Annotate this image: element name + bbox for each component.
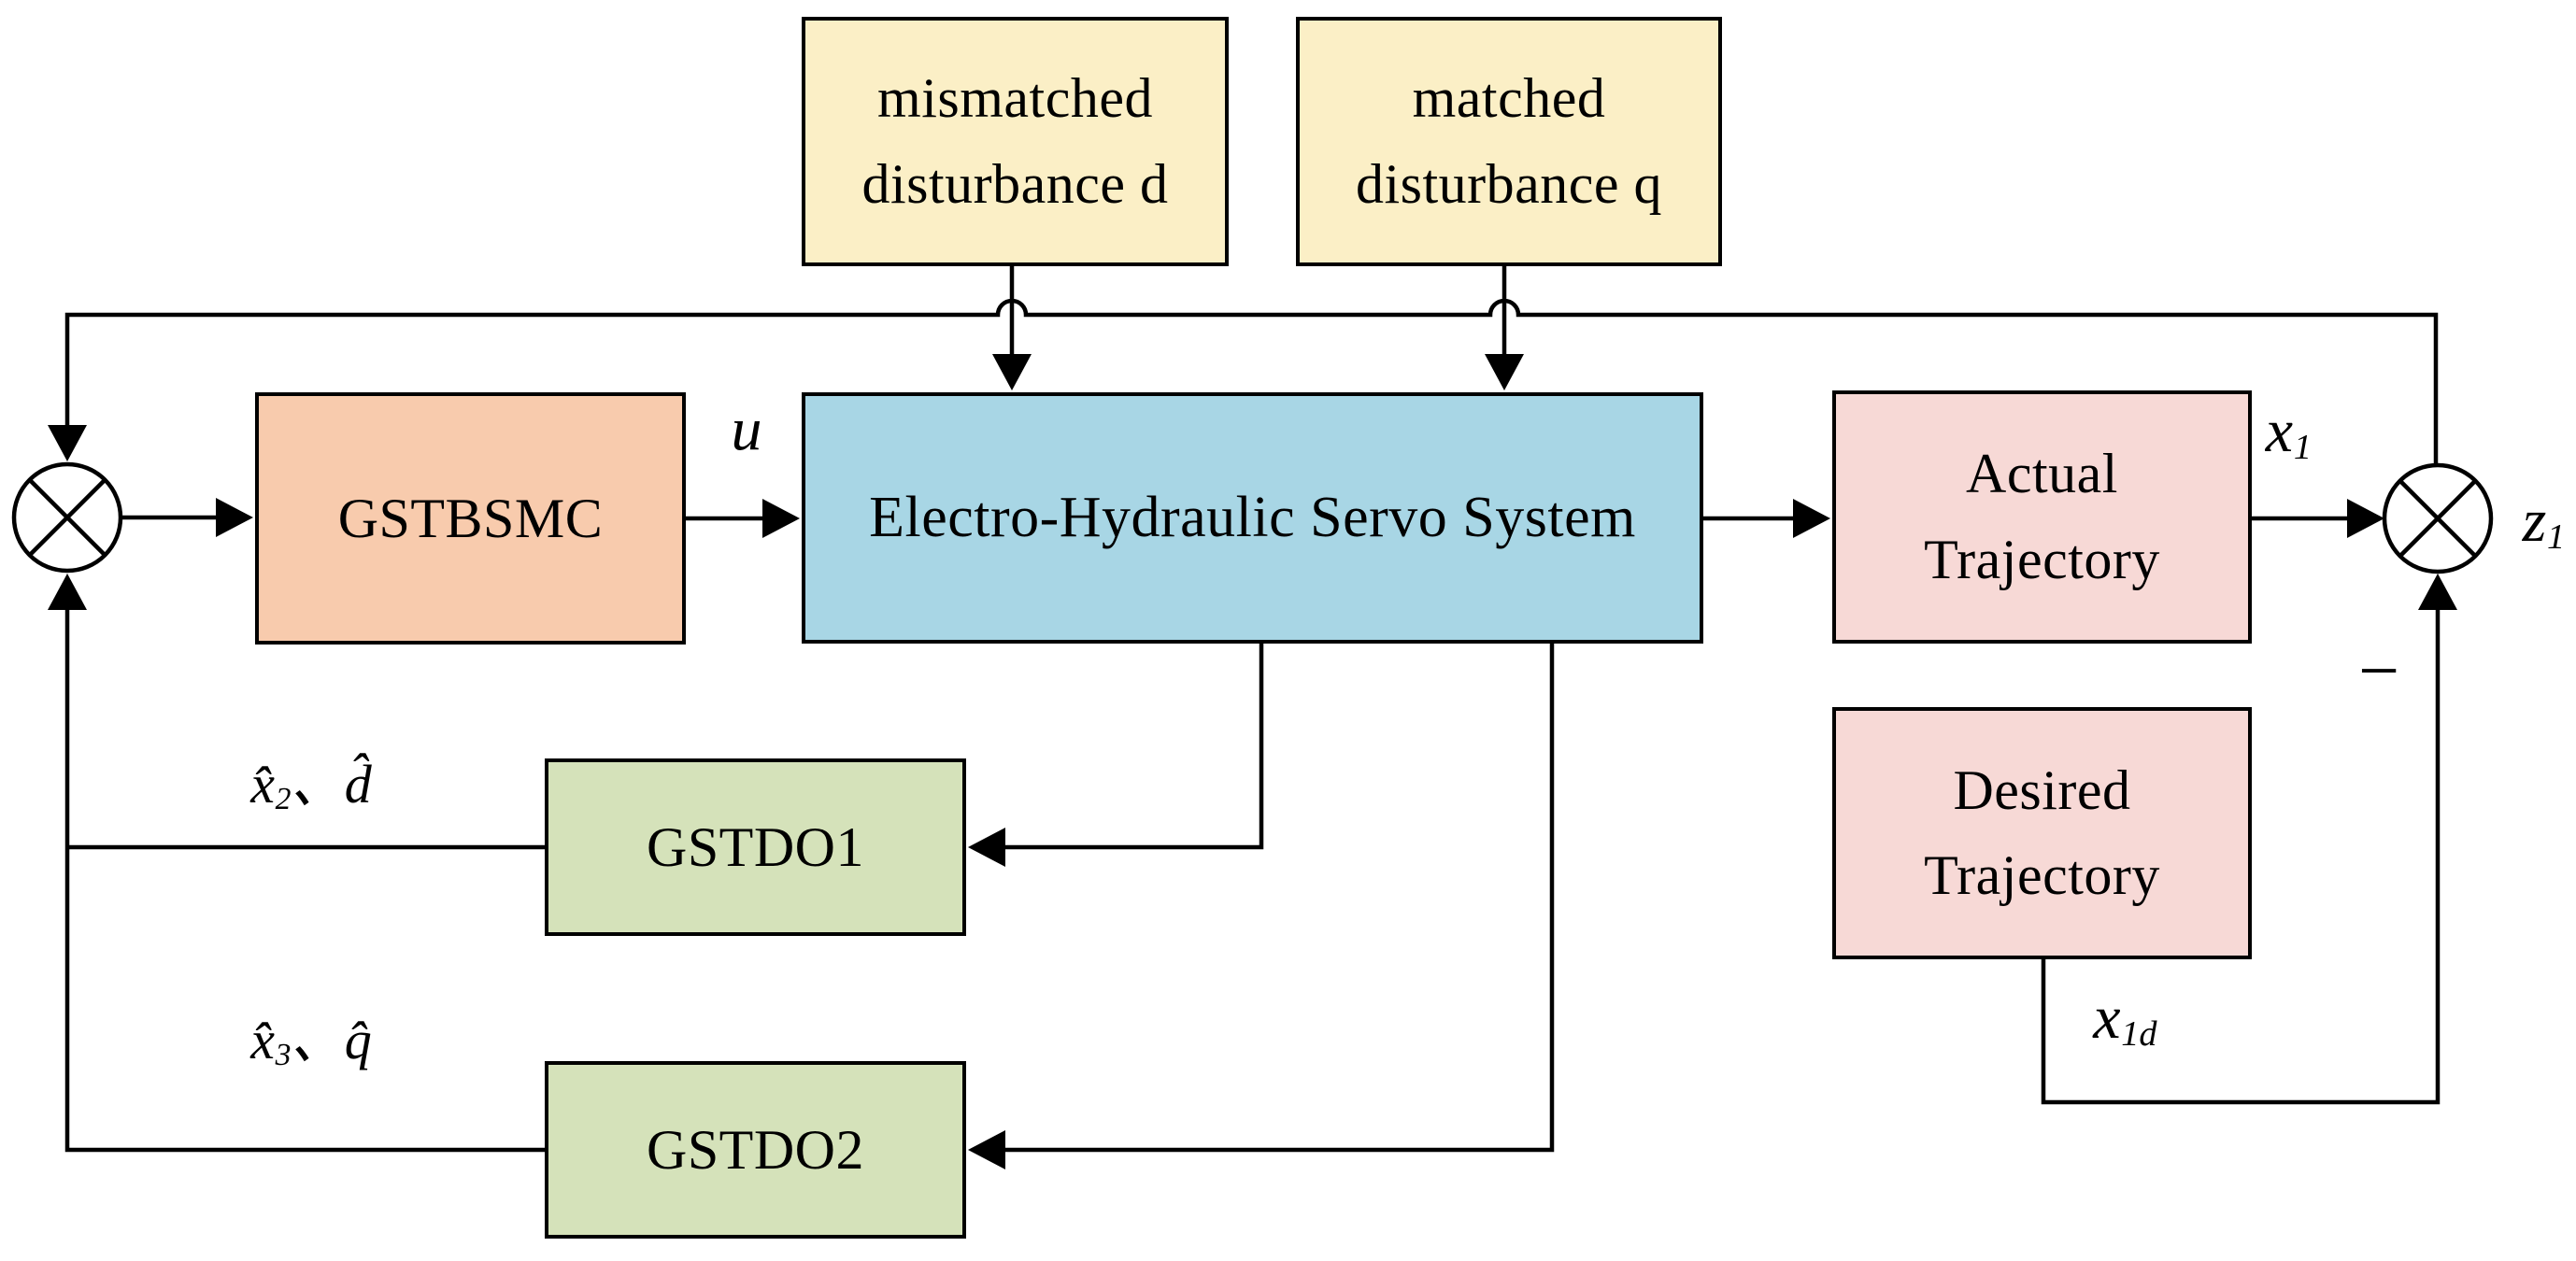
signal-base: z: [2522, 487, 2547, 555]
plant-to-gstdo2-line: [1003, 644, 1555, 1153]
arrowhead-into-right-sum-left: [2347, 499, 2384, 538]
feedback-top-line: [64, 298, 2439, 465]
signal-label-u: u: [732, 394, 762, 465]
plant-to-gstdo1-line: [1003, 644, 1264, 850]
block-label: Actual: [1966, 443, 2118, 505]
arrowhead-into-controller: [216, 498, 253, 537]
gstdo2-output-line: [64, 608, 545, 1153]
block-desired-trajectory: Desired Trajectory: [1832, 707, 2252, 959]
signal-label-x1: x1: [2265, 396, 2312, 468]
arrowhead-into-gstdo2: [968, 1130, 1005, 1169]
arrowhead-into-left-sum-top: [48, 425, 87, 461]
block-label: GSTDO1: [646, 816, 864, 878]
block-label: Electro-Hydraulic Servo System: [869, 486, 1636, 550]
signal-base: x: [2093, 984, 2121, 1052]
left-sum-junction: [11, 461, 123, 574]
signal-base: x̂: [250, 1010, 275, 1070]
block-label: Trajectory: [1924, 528, 2160, 590]
block-mismatched-disturbance: mismatched disturbance d: [802, 17, 1229, 266]
arrowhead-mismatched-into-plant: [992, 354, 1032, 390]
block-label: GSTDO2: [646, 1119, 864, 1181]
block-gstdo2-observer: GSTDO2: [545, 1061, 966, 1239]
x1d-line: [2041, 608, 2441, 1105]
block-actual-trajectory: Actual Trajectory: [1832, 390, 2252, 644]
arrowhead-into-plant: [762, 499, 800, 538]
signal-rest: 、q̂: [290, 1010, 372, 1070]
arrowhead-into-actual: [1793, 499, 1830, 538]
signal-base: u: [731, 395, 762, 463]
block-label: disturbance d: [861, 152, 1169, 215]
signal-rest: 、d̂: [290, 754, 372, 815]
block-label: matched: [1412, 67, 1606, 130]
signal-label-x1d: x1d: [2093, 983, 2156, 1054]
arrowhead-into-gstdo1: [968, 828, 1005, 867]
signal-subscript: 1: [2293, 428, 2312, 468]
block-label: mismatched: [877, 67, 1153, 130]
signal-base: x: [2265, 397, 2294, 465]
arrowhead-into-right-sum-bottom: [2418, 574, 2457, 610]
block-label: Desired: [1953, 758, 2131, 821]
signal-label-x2hat-dhat: x̂2、d̂: [250, 740, 372, 818]
block-label: disturbance q: [1355, 152, 1663, 215]
signal-subscript: 2: [275, 782, 292, 817]
signal-label-z1: z1: [2522, 486, 2566, 558]
signal-base: x̂: [250, 754, 275, 815]
signal-subscript: 3: [275, 1038, 292, 1073]
arrowhead-matched-into-plant: [1485, 354, 1524, 390]
signal-label-x3hat-qhat: x̂3、q̂: [250, 996, 372, 1074]
signal-subscript: 1: [2547, 517, 2566, 558]
block-gstdo1-observer: GSTDO1: [545, 758, 966, 936]
right-sum-junction: [2382, 462, 2494, 574]
block-label: Trajectory: [1924, 844, 2160, 906]
minus-sign-label: −: [2358, 630, 2399, 711]
block-matched-disturbance: matched disturbance q: [1296, 17, 1722, 266]
block-electro-hydraulic-servo-system: Electro-Hydraulic Servo System: [802, 392, 1703, 644]
block-label: GSTBSMC: [337, 488, 604, 549]
block-gstbsmc-controller: GSTBSMC: [255, 392, 686, 645]
arrowhead-into-left-sum-bottom: [48, 574, 87, 610]
signal-subscript: 1d: [2121, 1014, 2157, 1055]
